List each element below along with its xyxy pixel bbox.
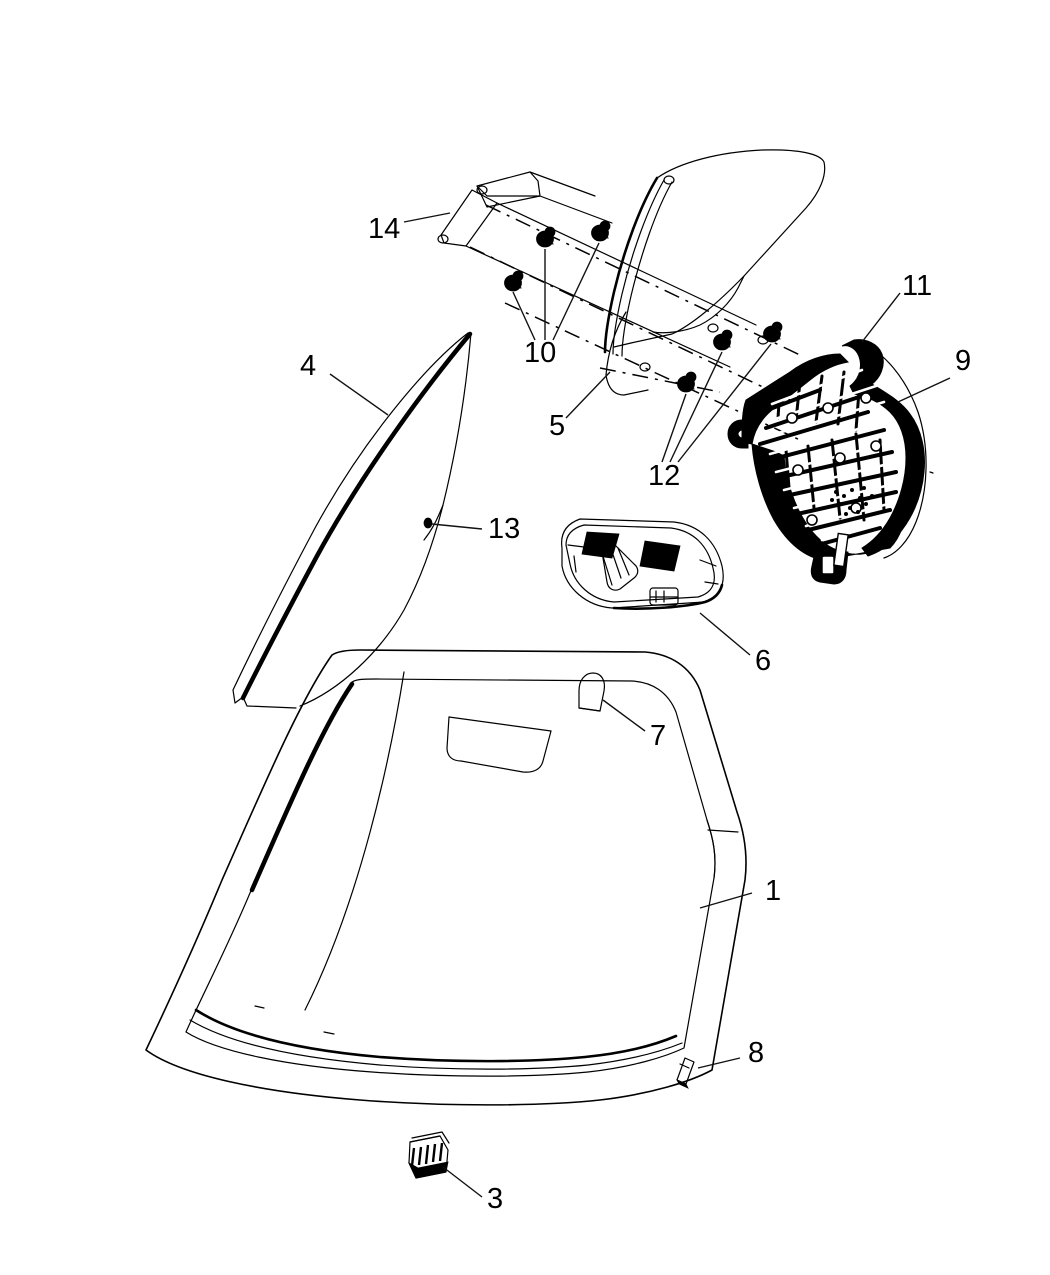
bolt-10-a [504, 270, 524, 292]
callout-number-5: 5 [549, 410, 565, 442]
part-window-regulator [727, 339, 934, 585]
callout-leader-lines [329, 212, 951, 1198]
callout-number-8: 8 [748, 1037, 764, 1069]
callout-number-7: 7 [650, 720, 666, 752]
bolt-12-c [763, 321, 783, 343]
part-glass-locating-stud [423, 517, 433, 529]
part-mirror-cover-cap [578, 672, 606, 712]
callout-numbers: 1 3 4 5 6 7 8 9 10 11 12 13 14 [300, 213, 971, 1215]
bolt-10-b [536, 226, 556, 248]
part-glass-attaching-bolts [504, 220, 611, 292]
bolt-12-b [713, 329, 733, 351]
part-upper-door-glass [603, 149, 826, 357]
callout-number-10: 10 [524, 337, 556, 369]
callout-number-9: 9 [955, 345, 971, 377]
callout-number-11: 11 [902, 270, 932, 302]
part-windshield-glass [145, 649, 747, 1106]
callout-number-1: 1 [765, 875, 781, 907]
part-electrical-connector-clip [408, 1131, 450, 1179]
part-inside-rearview-mirror [561, 518, 724, 610]
bolt-10-c [591, 220, 611, 242]
callout-number-6: 6 [755, 645, 771, 677]
part-door-window-frame [437, 171, 757, 368]
callout-number-12: 12 [648, 460, 680, 492]
callout-number-14: 14 [368, 213, 400, 245]
bolt-12-a [677, 371, 697, 393]
part-windshield-spacer-block [676, 1057, 695, 1089]
part-regulator-mounting-bolts [677, 321, 783, 393]
callout-number-13: 13 [488, 513, 520, 545]
callout-number-3: 3 [487, 1183, 503, 1215]
callout-number-4: 4 [300, 350, 316, 382]
part-glass-run-channel [605, 311, 651, 396]
